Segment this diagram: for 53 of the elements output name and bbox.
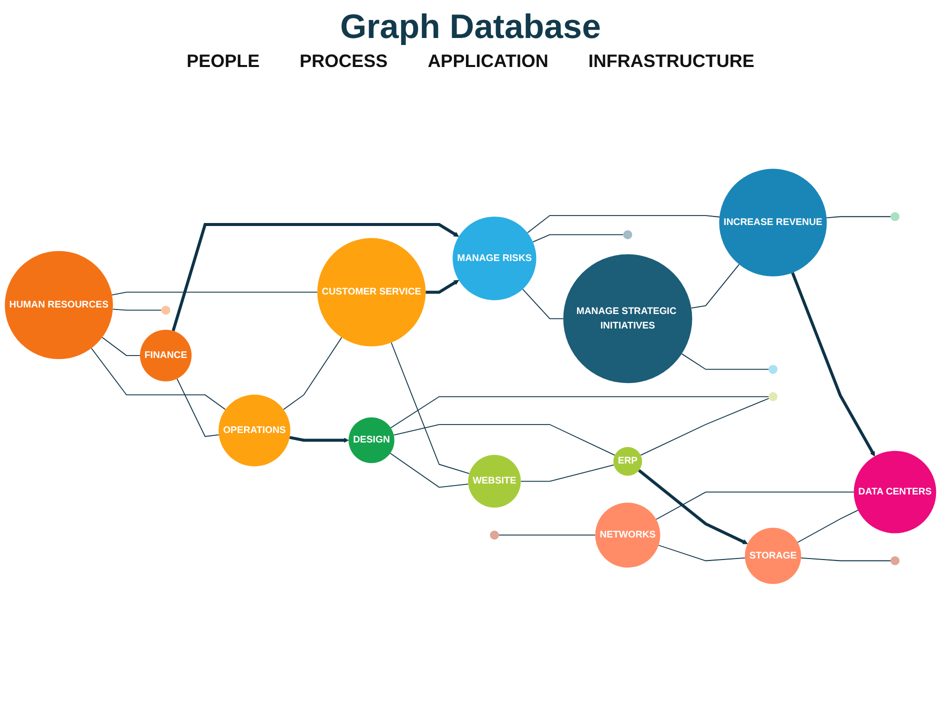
node-circle: FINANCE <box>140 329 192 381</box>
connector <box>498 534 596 536</box>
node-circle: NETWORKS <box>595 502 660 568</box>
group-label: INFRASTRUCTURE <box>588 51 754 72</box>
connector <box>690 264 740 308</box>
connector <box>656 491 854 520</box>
connector <box>532 234 624 242</box>
connector <box>102 336 140 356</box>
group-label: PEOPLE <box>186 51 260 72</box>
connector <box>390 452 469 488</box>
connector <box>176 378 220 437</box>
connector <box>640 398 770 456</box>
node-circle: INCREASE REVENUE <box>719 168 827 276</box>
node-circle <box>161 305 170 314</box>
arrow <box>638 468 748 544</box>
node-circle <box>768 364 778 374</box>
arrow <box>289 436 349 442</box>
node-circle: WEBSITE <box>468 454 521 508</box>
connector <box>112 308 162 310</box>
connector <box>826 216 891 218</box>
arrow <box>791 272 875 456</box>
node-circle: DESIGN <box>348 416 394 463</box>
node-circle: OPERATIONS <box>218 394 290 466</box>
node-circle <box>890 556 900 565</box>
connector <box>112 291 318 295</box>
group-label: APPLICATION <box>428 51 548 72</box>
connector <box>393 424 616 456</box>
connector <box>520 464 614 482</box>
connector <box>90 347 226 410</box>
arrow <box>172 222 460 331</box>
connector <box>658 544 746 561</box>
node-circle: DATA CENTERS <box>854 450 936 533</box>
connector <box>390 342 470 474</box>
node-circle: ERP <box>613 446 642 476</box>
node-circle: CUSTOMER SERVICE <box>317 238 426 346</box>
connector <box>283 336 342 410</box>
connector <box>800 557 891 561</box>
node-circle <box>623 230 632 239</box>
connector <box>522 288 564 319</box>
node-circle <box>768 392 778 401</box>
node-circle <box>890 212 900 221</box>
node-circle: HUMAN RESOURCES <box>4 250 113 359</box>
diagram-title: Graph Database <box>339 8 602 47</box>
group-label: PROCESS <box>300 51 388 72</box>
connector <box>390 396 769 428</box>
node-circle: STORAGE <box>744 527 802 584</box>
connector <box>797 509 858 542</box>
node-circle <box>490 530 499 540</box>
node-circle: MANAGE STRATEGIC INITIATIVES <box>563 254 692 383</box>
arrow <box>426 280 460 294</box>
connector <box>527 214 720 233</box>
connector <box>681 352 769 370</box>
node-circle: MANAGE RISKS <box>452 216 536 300</box>
